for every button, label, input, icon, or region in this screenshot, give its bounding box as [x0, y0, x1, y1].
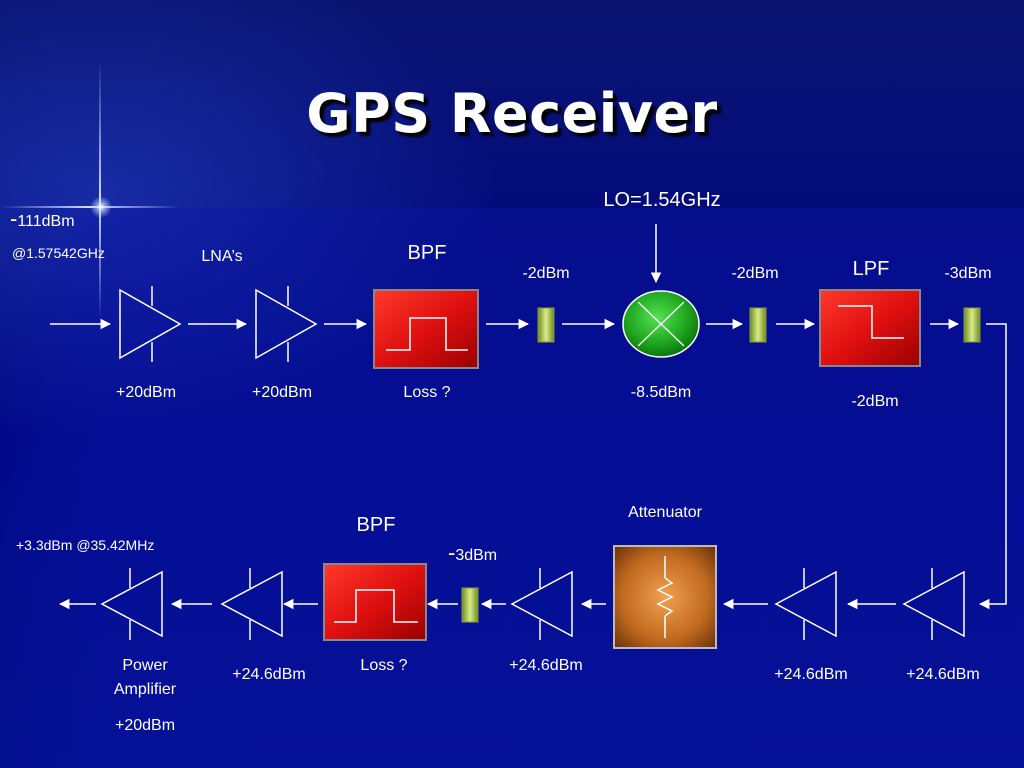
amp-right-icon	[902, 568, 965, 640]
amp-right2-gain-label: +24.6dBm	[774, 666, 848, 683]
bpf-bottom-filter-icon	[323, 563, 427, 641]
pa-label-line2: Amplifier	[113, 681, 177, 698]
mixer-icon	[622, 290, 700, 358]
bpf-bottom-loss-label: Loss ?	[360, 657, 408, 674]
pa-label-line1: Power	[122, 657, 168, 674]
lpf-filter-icon	[819, 289, 921, 367]
lna2-gain-label: +20dBm	[251, 384, 313, 401]
amp-left-icon	[220, 568, 283, 640]
input-level-label: -111dBm	[10, 206, 75, 231]
pa-gain-label: +20dBm	[114, 717, 176, 734]
bpf-top-loss-label: Loss ?	[403, 384, 451, 401]
mixer-level-label: -8.5dBm	[630, 384, 692, 401]
lens-flare-star	[90, 196, 112, 218]
lo-label: LO=1.54GHz	[603, 189, 721, 211]
lpf-loss-label: -2dBm	[851, 393, 899, 410]
pad1-attenuator-icon	[537, 307, 555, 343]
output-label: +3.3dBm @35.42MHz	[16, 537, 155, 553]
amp-mid-icon	[510, 568, 573, 640]
amp-left-gain-label: +24.6dBm	[232, 666, 306, 683]
power-amplifier-icon	[100, 568, 163, 640]
bpf-bottom-label: BPF	[356, 514, 396, 536]
lna1-gain-label: +20dBm	[115, 384, 177, 401]
pad-bottom-attenuator-icon	[461, 587, 479, 623]
bpf-top-label: BPF	[407, 242, 447, 264]
lna2-amplifier-icon	[255, 286, 318, 362]
slide-title: GPS Receiver	[306, 82, 718, 145]
pad-bottom-level-label: -3dBm	[448, 540, 498, 565]
wire-top-to-bottom	[978, 323, 1007, 610]
lpf-label: LPF	[852, 258, 890, 280]
pad1-level-label: -2dBm	[522, 265, 570, 282]
lna1-amplifier-icon	[119, 286, 182, 362]
lna-group-label: LNA’s	[201, 248, 243, 265]
amp-mid-gain-label: +24.6dBm	[509, 657, 583, 674]
pad3-level-label: -3dBm	[944, 265, 992, 282]
attenuator-label: Attenuator	[628, 504, 702, 521]
amp-right2-icon	[774, 568, 837, 640]
pad2-attenuator-icon	[749, 307, 767, 343]
pad2-level-label: -2dBm	[731, 265, 779, 282]
pad3-attenuator-icon	[963, 307, 981, 343]
bpf-top-filter-icon	[373, 289, 479, 369]
amp-right-gain-label: +24.6dBm	[906, 666, 980, 683]
lens-flare-vertical	[99, 60, 101, 320]
input-frequency-label: @1.57542GHz	[12, 245, 105, 261]
attenuator-icon	[613, 545, 717, 649]
